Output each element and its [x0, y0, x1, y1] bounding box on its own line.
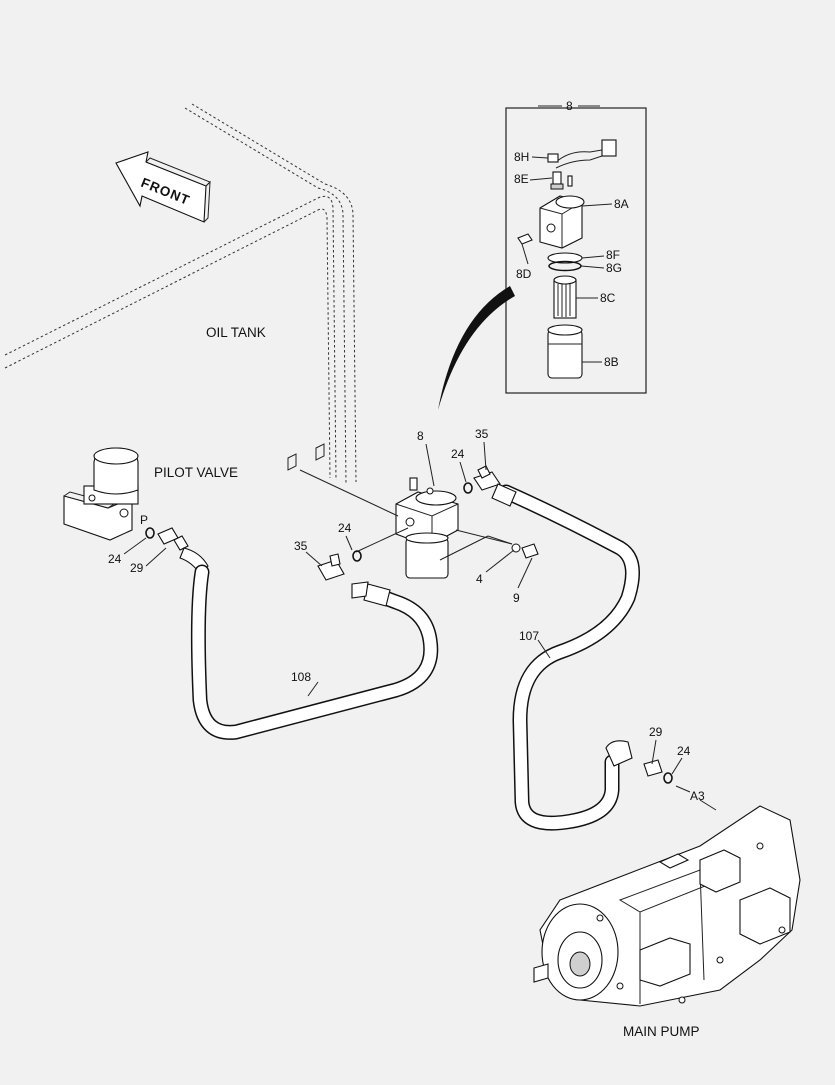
callout-4: 4: [476, 572, 483, 586]
callout-8: 8: [417, 429, 424, 443]
callout-24-right: 24: [451, 447, 465, 461]
callout-35-right: 35: [475, 427, 489, 441]
callout-35-left: 35: [294, 539, 308, 553]
callout-8e: 8E: [514, 172, 529, 186]
callout-8a: 8A: [614, 197, 629, 211]
callout-8c: 8C: [600, 291, 616, 305]
pilot-valve: [63, 447, 209, 575]
port-a3-label: A3: [690, 789, 705, 803]
front-arrow: FRONT: [115, 151, 211, 223]
callout-8d: 8D: [516, 267, 532, 281]
callout-24-left: 24: [108, 552, 122, 566]
callout-9: 9: [513, 591, 520, 605]
oil-tank-label: OIL TANK: [206, 325, 266, 340]
port-p-label: P: [140, 513, 148, 527]
detail-pointer: [438, 286, 515, 410]
pilot-filter-assy: [299, 465, 539, 581]
callout-29-left: 29: [130, 561, 144, 575]
callout-24-center: 24: [338, 521, 352, 535]
hose-107: [491, 483, 673, 831]
oil-tank-outline: [4, 103, 357, 485]
callout-24-pump: 24: [677, 744, 691, 758]
detail-box-8: [438, 105, 647, 410]
main-pump-label: MAIN PUMP: [623, 1024, 700, 1039]
callout-8f: 8F: [606, 248, 620, 262]
main-pump: [533, 799, 801, 1007]
callout-8b: 8B: [604, 355, 619, 369]
callout-8g: 8G: [606, 261, 622, 275]
callout-29-right: 29: [649, 725, 663, 739]
pilot-valve-label: PILOT VALVE: [154, 465, 238, 480]
callout-8h: 8H: [514, 150, 529, 164]
callout-107: 107: [519, 629, 539, 643]
callout-8-detail: 8: [566, 99, 573, 113]
hose-108: [190, 564, 439, 740]
callout-108: 108: [291, 670, 311, 684]
